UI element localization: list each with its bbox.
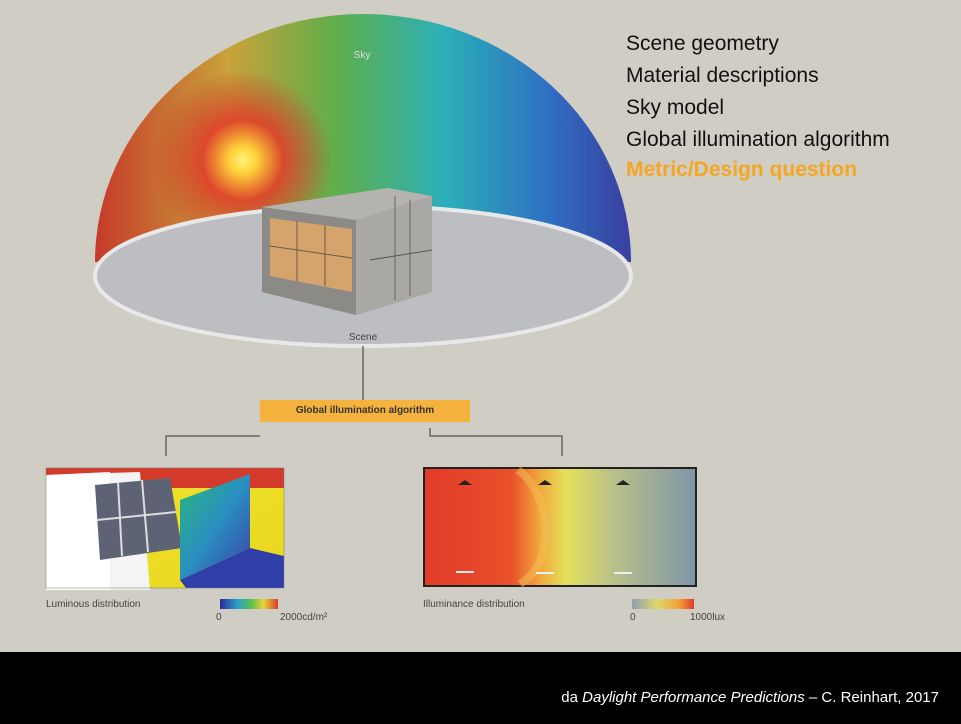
global-illumination-box: Global illumination algorithm <box>260 400 470 422</box>
illuminance-scale-min: 0 <box>630 612 636 623</box>
illuminance-distribution-image <box>423 466 697 588</box>
luminous-distribution-label: Luminous distribution <box>46 599 141 610</box>
footer-bar: da Daylight Performance Predictions – C.… <box>0 652 961 724</box>
luminous-distribution-image <box>45 467 285 590</box>
caption-prefix: da <box>561 689 583 706</box>
scene-label: Scene <box>349 332 378 343</box>
illuminance-distribution-label: Illuminance distribution <box>423 599 525 610</box>
sky-label: Sky <box>354 50 371 61</box>
diagram-graphic: Sky Scene Luminous distribution 0 2000cd… <box>45 14 725 623</box>
bullet-global-illumination: Global illumination algorithm <box>626 128 890 151</box>
luminance-scale-bar <box>220 599 278 609</box>
bullet-sky-model: Sky model <box>626 96 725 119</box>
caption-suffix: – C. Reinhart, 2017 <box>804 689 939 706</box>
bullet-metric-design-question: Metric/Design question <box>626 158 858 181</box>
bullet-material-descriptions: Material descriptions <box>626 64 819 87</box>
caption-title: Daylight Performance Predictions <box>582 689 805 706</box>
luminance-scale-max: 2000cd/m² <box>280 612 328 623</box>
building-model <box>262 188 433 315</box>
bullet-scene-geometry: Scene geometry <box>626 32 779 55</box>
luminance-scale-min: 0 <box>216 612 222 623</box>
illuminance-scale-max: 1000lux <box>690 612 725 623</box>
illuminance-scale-bar <box>632 599 694 609</box>
global-illumination-label: Global illumination algorithm <box>295 405 435 416</box>
footer-caption: da Daylight Performance Predictions – C.… <box>561 689 939 706</box>
slide: Sky Scene Luminous distribution 0 2000cd… <box>0 0 961 652</box>
